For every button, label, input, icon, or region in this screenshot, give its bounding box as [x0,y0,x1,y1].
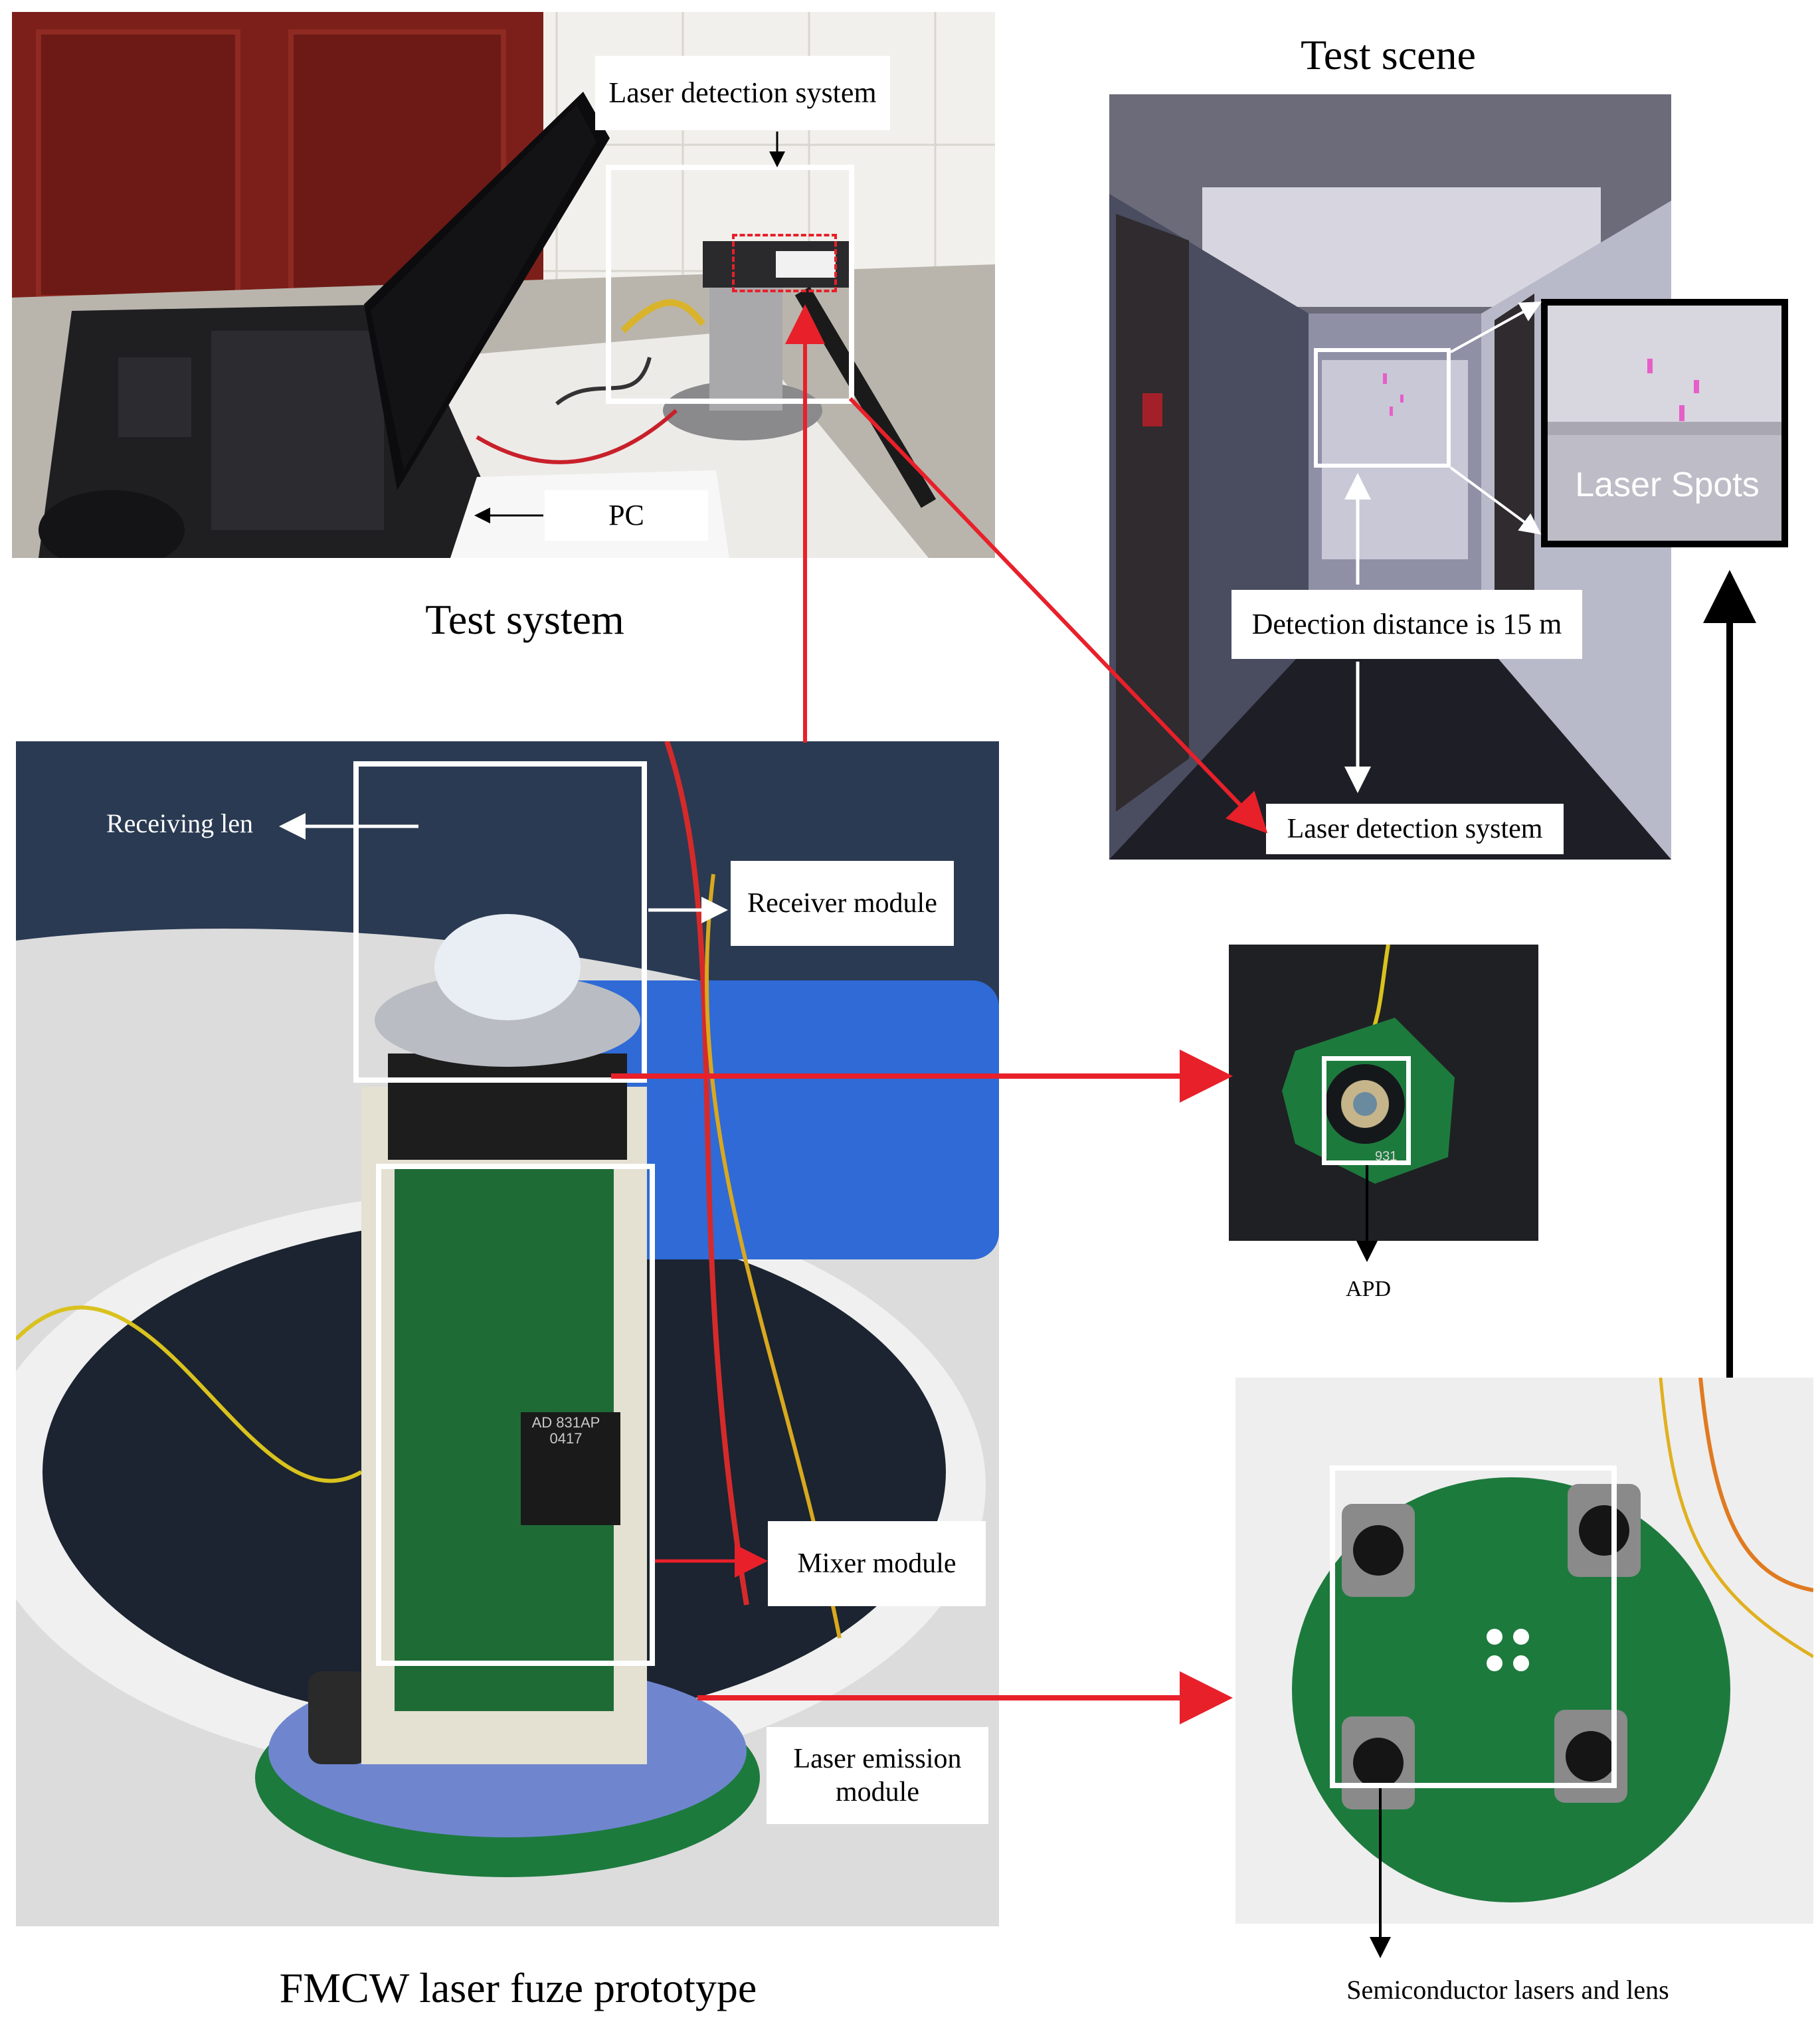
laser-board-closeup [1292,1378,1813,1902]
prototype-caption: FMCW laser fuze prototype [279,1964,757,2011]
laser-emission-module-label: Laser emission module [767,1727,988,1824]
test-system-caption: Test system [425,596,624,643]
receiver-module-highlight [353,761,647,1083]
system-to-scene-arrow [848,397,1268,834]
mixer-module-highlight [376,1164,655,1666]
test-scene-caption: Test scene [1301,31,1476,78]
pc-label: PC [545,490,708,541]
detection-distance-label: Detection distance is 15 m [1231,590,1582,659]
corridor-to-inset-top-arrow [1450,302,1542,353]
laser-spots-closeup [1548,306,1781,541]
mixer-module-label: Mixer module [768,1521,986,1606]
scene-detection-system-label: Laser detection system [1266,804,1564,854]
lasers-label: Semiconductor lasers and lens [1346,1975,1669,2005]
apd-label: APD [1345,1277,1392,1301]
laser-target-dashed-box [732,234,837,292]
apd-board-marking: 931 [1375,1149,1398,1164]
chip-marking: AD 831AP 0417 [531,1414,600,1447]
receiving-len-label: Receiving len [106,808,254,838]
corridor-to-inset-bottom-arrow [1449,466,1542,535]
receiver-module-label: Receiver module [731,861,954,946]
laser-spots-inset [1541,299,1788,547]
detection-system-highlight [606,165,854,404]
test-system-detection-label: Laser detection system [595,56,890,130]
apd-highlight [1322,1056,1411,1165]
lasers-highlight [1330,1465,1617,1788]
corridor-spot-highlight [1314,348,1451,468]
laser-spots-label: Laser Spots [1575,466,1760,504]
